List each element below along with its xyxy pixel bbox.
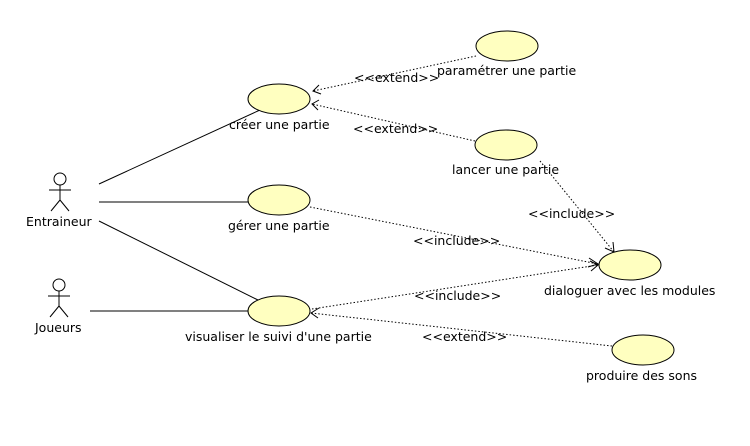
use-case-visualiser-le-suivi[interactable] (247, 295, 311, 327)
actor-label-joueurs: Joueurs (34, 320, 82, 335)
use-case-label-lancer: lancer une partie (452, 162, 559, 177)
dependency-gerer-dialoguer (309, 206, 600, 268)
dependency-visualiser-dialoguer (311, 260, 599, 310)
use-case-label-dialoguer: dialoguer avec les modules (544, 283, 715, 298)
dependency-lancer-creer (311, 99, 476, 142)
use-case-lancer-une-partie[interactable] (474, 129, 538, 161)
association-entraineur-creer (98, 109, 261, 185)
stereotype-produire-visualiser: <<extend>> (422, 329, 507, 344)
use-case-produire-des-sons[interactable] (611, 334, 675, 366)
use-case-label-produire: produire des sons (586, 368, 697, 383)
use-case-parametrer-une-partie[interactable] (475, 30, 539, 62)
stereotype-visualiser-dialoguer: <<include>> (414, 288, 501, 303)
use-case-creer-une-partie[interactable] (247, 83, 311, 115)
stereotype-gerer-dialoguer: <<include>> (413, 233, 500, 248)
actor-entraineur-figure[interactable] (49, 172, 71, 212)
use-case-gerer-une-partie[interactable] (247, 184, 311, 216)
use-case-dialoguer-avec-les-modules[interactable] (598, 249, 662, 281)
dependency-produire-visualiser (310, 307, 613, 347)
use-case-label-visualiser: visualiser le suivi d'une partie (185, 329, 372, 344)
use-case-label-gerer: gérer une partie (228, 218, 330, 233)
actor-label-entraineur: Entraineur (26, 214, 93, 229)
stereotype-lancer-dialoguer: <<include>> (528, 206, 615, 221)
use-case-label-parametrer: paramétrer une partie (437, 63, 576, 78)
use-case-label-creer: créer une partie (229, 117, 330, 132)
association-entraineur-visualiser (98, 220, 259, 301)
stereotype-lancer-creer: <<extend>> (353, 121, 438, 136)
stereotype-parametrer-creer: <<extend>> (354, 70, 439, 85)
actor-joueurs-figure[interactable] (48, 278, 70, 318)
dependency-parametrer-creer (312, 55, 477, 95)
